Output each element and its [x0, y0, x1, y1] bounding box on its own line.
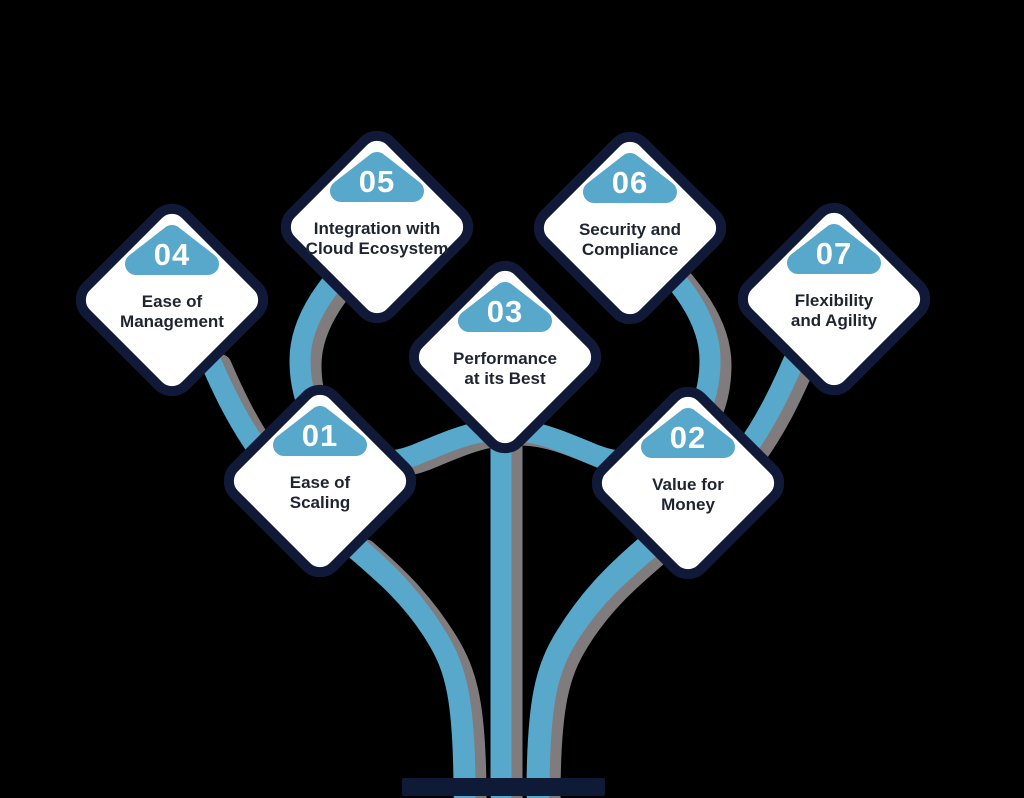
- badge-triangle-icon: [787, 224, 881, 274]
- number-badge: 06: [578, 150, 682, 206]
- number-badge: 07: [782, 221, 886, 277]
- card-number: 02: [669, 420, 707, 455]
- number-badge: 05: [325, 149, 429, 205]
- card-label: Integration with Cloud Ecosystem: [305, 219, 449, 258]
- stem-to-card-04: [199, 349, 476, 798]
- number-badge: 03: [453, 279, 557, 335]
- card-number: 04: [153, 237, 191, 272]
- card-number: 03: [486, 294, 524, 329]
- card-label: Performance at its Best: [453, 349, 557, 388]
- number-badge: 04: [120, 222, 224, 278]
- badge-triangle-icon: [458, 282, 552, 332]
- badge-triangle-icon: [125, 225, 219, 275]
- badge-triangle-icon: [583, 153, 677, 203]
- card-number: 01: [301, 418, 339, 453]
- card-number: 05: [358, 164, 396, 199]
- card-number: 07: [815, 236, 853, 271]
- card-label: Flexibility and Agility: [790, 291, 878, 330]
- card-label: Value for Money: [652, 475, 724, 514]
- card-label: Security and Compliance: [578, 220, 682, 259]
- card-label: Ease of Scaling: [289, 473, 351, 512]
- base-bar: [402, 778, 605, 796]
- badge-triangle-icon: [330, 152, 424, 202]
- card-label: Ease of Management: [120, 292, 224, 331]
- badge-triangle-icon: [273, 406, 367, 456]
- card-number: 06: [611, 165, 649, 200]
- number-badge: 01: [268, 403, 372, 459]
- number-badge: 02: [636, 405, 740, 461]
- badge-triangle-icon: [641, 408, 735, 458]
